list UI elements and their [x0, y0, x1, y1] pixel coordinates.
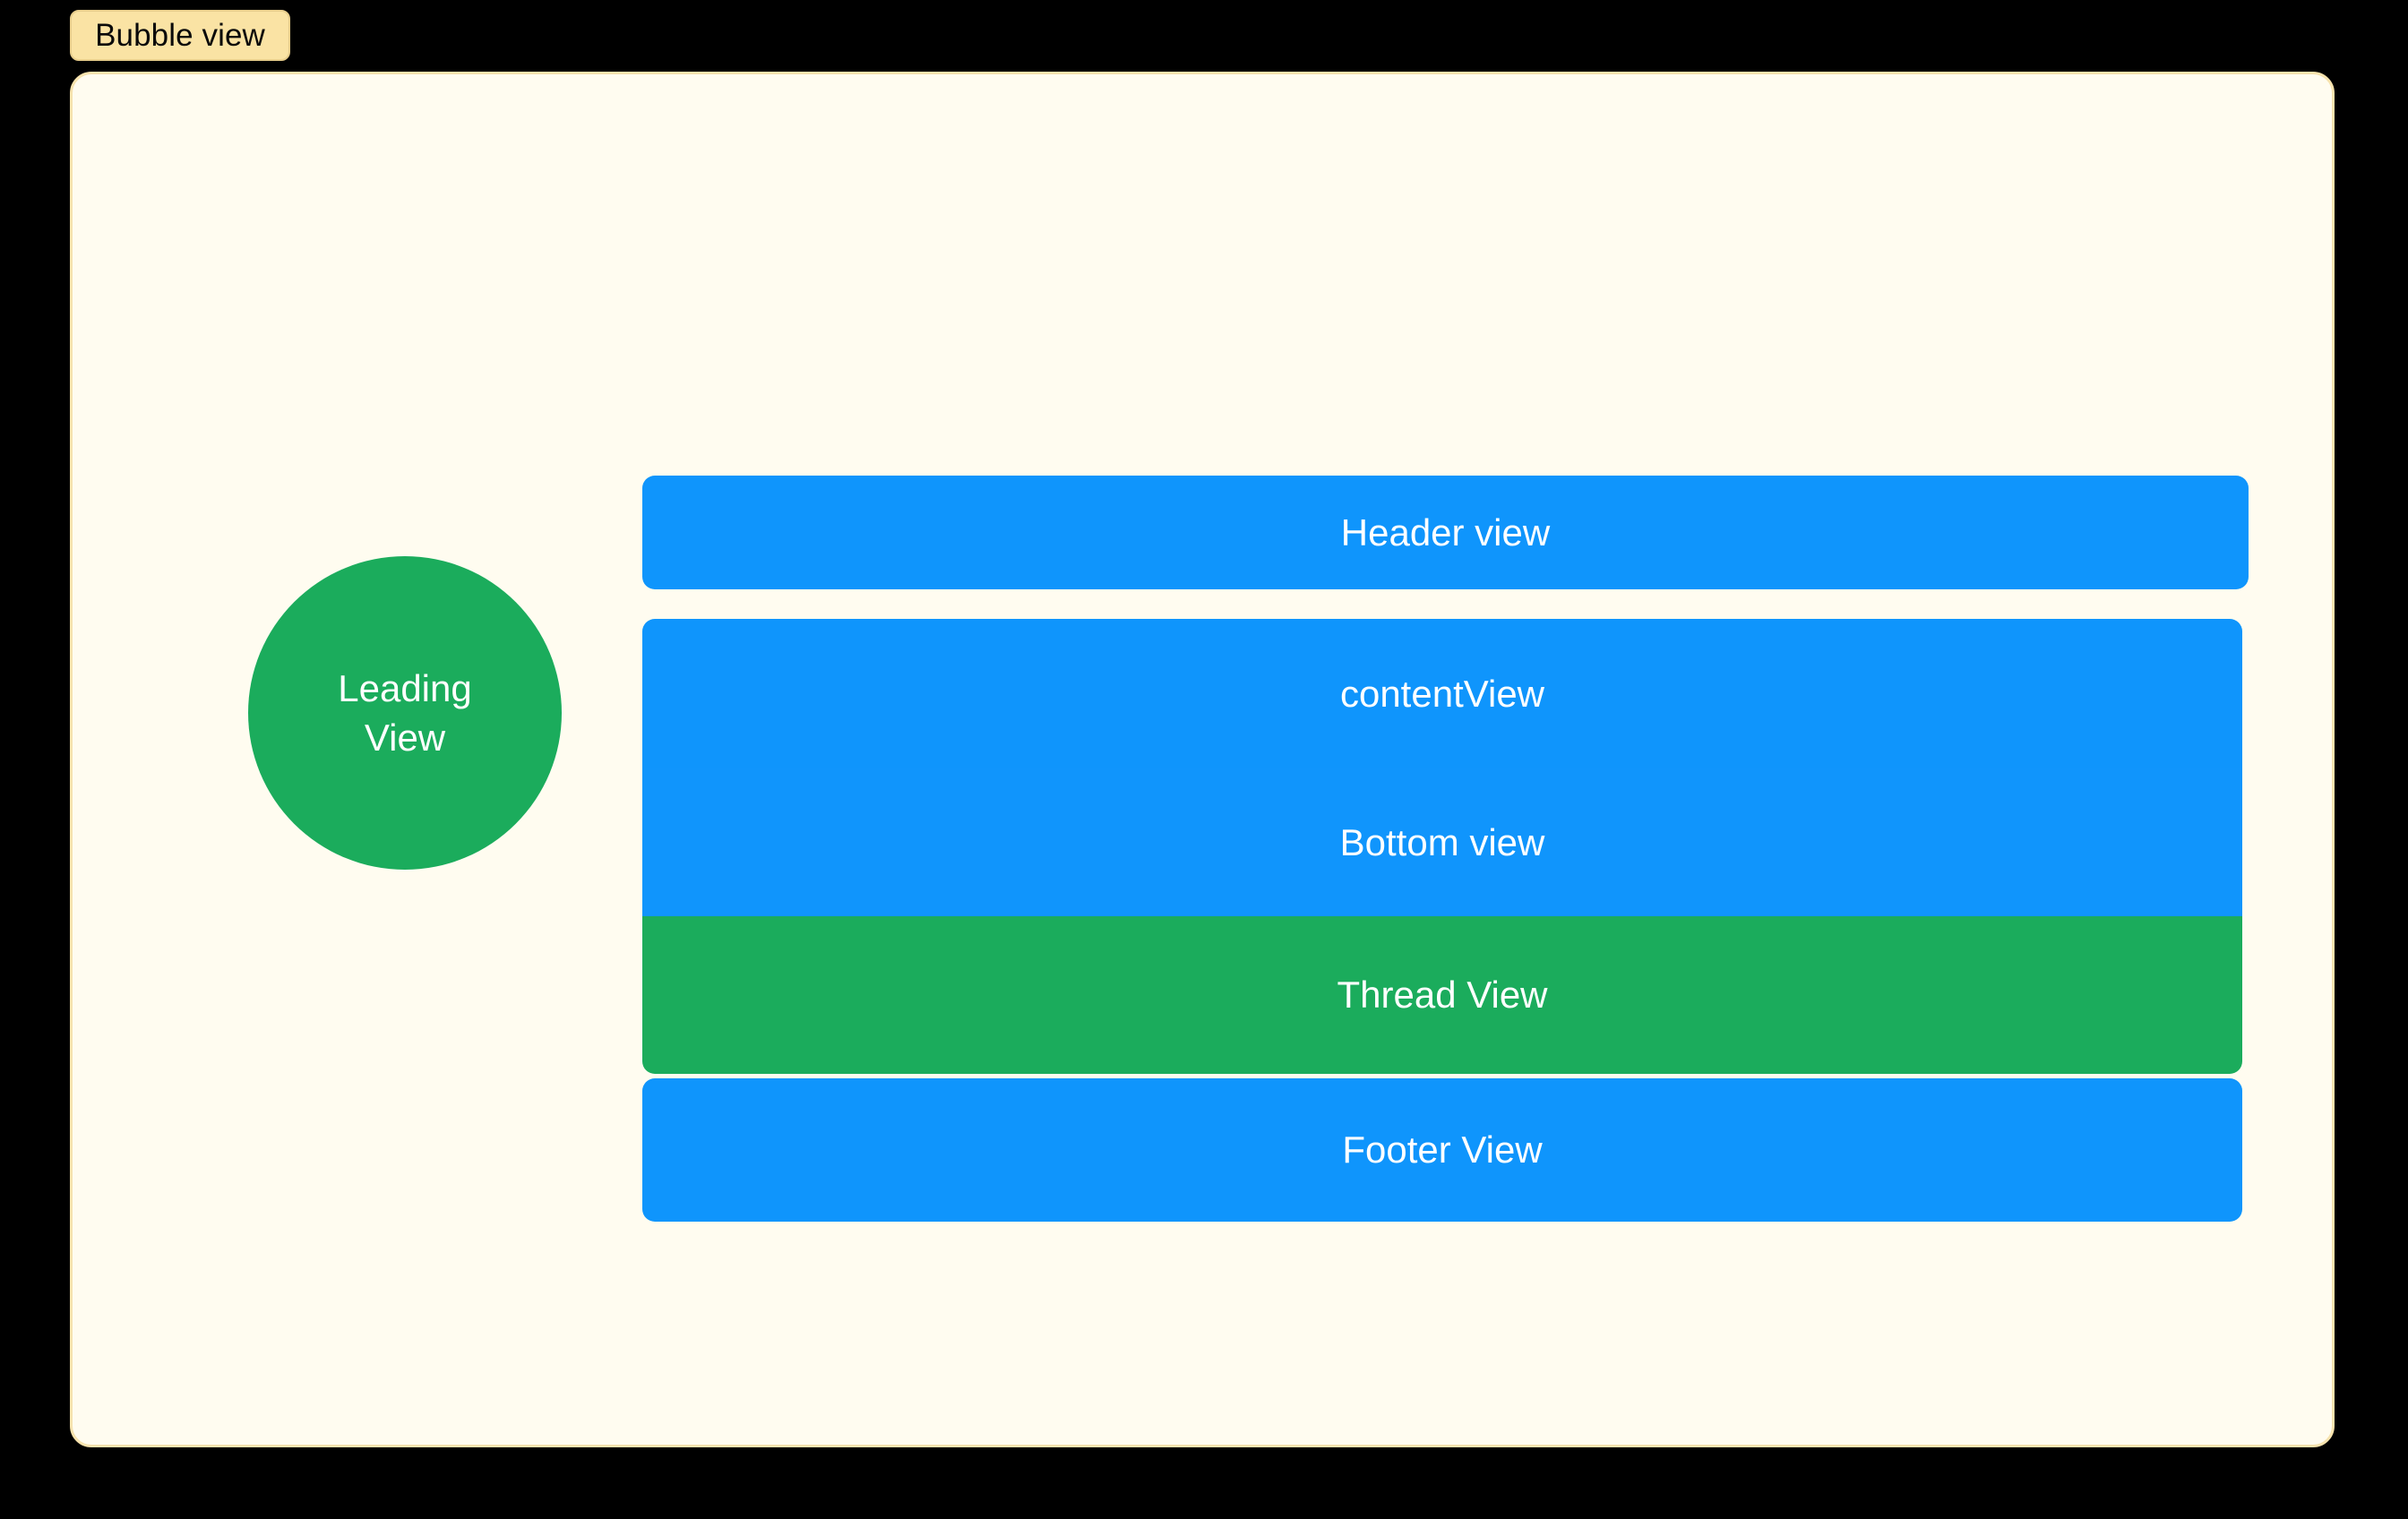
- content-view-bar[interactable]: contentView: [642, 619, 2242, 768]
- header-view-label: Header view: [1340, 511, 1551, 554]
- leading-view-circle[interactable]: Leading View: [248, 556, 562, 870]
- header-view-bar[interactable]: Header view: [642, 476, 2249, 589]
- content-block: contentView Bottom view Thread View: [642, 619, 2242, 1074]
- footer-view-label: Footer View: [1342, 1129, 1543, 1171]
- leading-view-label-line1: Leading: [338, 666, 472, 709]
- footer-view-bar[interactable]: Footer View: [642, 1078, 2242, 1222]
- bubble-view-badge[interactable]: Bubble view: [70, 10, 290, 61]
- content-view-label: contentView: [1339, 672, 1545, 715]
- bottom-view-bar[interactable]: Bottom view: [642, 768, 2242, 916]
- bubble-view-badge-label: Bubble view: [95, 18, 265, 53]
- view-stack: Header view contentView Bottom view Thre…: [642, 476, 2249, 1222]
- bubble-view-container: Leading View Header view contentView Bot…: [70, 72, 2335, 1447]
- leading-view-label-line2: View: [364, 717, 446, 759]
- thread-view-label: Thread View: [1337, 974, 1548, 1016]
- bottom-view-label: Bottom view: [1339, 820, 1545, 863]
- thread-view-bar[interactable]: Thread View: [642, 916, 2242, 1074]
